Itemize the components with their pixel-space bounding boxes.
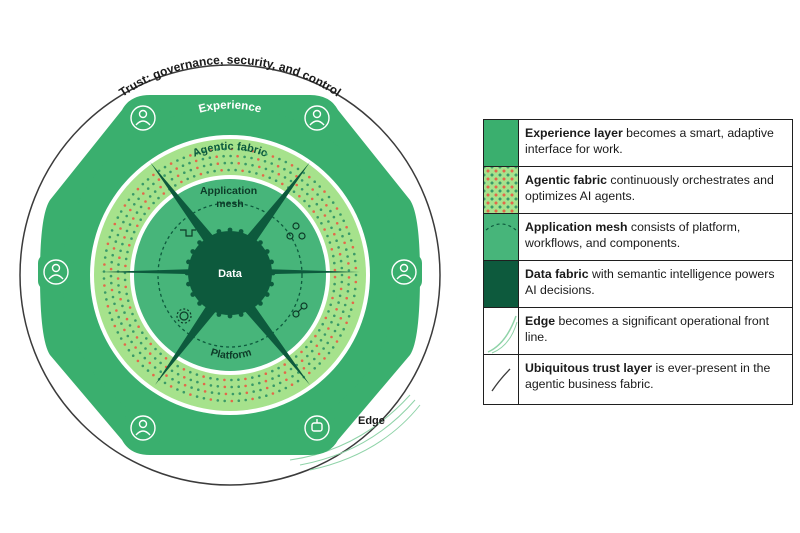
legend-row-mesh: Application mesh consists of platform, w… xyxy=(484,214,792,261)
legend-desc: continuously orchestrates and optimizes … xyxy=(525,173,774,203)
legend-title: Experience layer xyxy=(525,126,623,140)
data-core xyxy=(188,231,272,315)
robot-icon xyxy=(304,415,330,441)
experience-swatch xyxy=(484,120,519,166)
agentic-swatch xyxy=(484,167,519,213)
trust-swatch xyxy=(484,355,519,404)
legend: Experience layer becomes a smart, adapti… xyxy=(483,119,793,405)
workflow-icon xyxy=(180,229,196,237)
data-label: Data xyxy=(218,268,243,280)
person-icon xyxy=(304,105,330,131)
legend-row-data: Data fabric with semantic intelligence p… xyxy=(484,261,792,308)
person-icon xyxy=(391,259,417,285)
legend-desc: consists of platform, workflows, and com… xyxy=(525,220,741,250)
legend-row-edge: Edge becomes a significant operational f… xyxy=(484,308,792,355)
gear-icon xyxy=(176,308,192,324)
legend-title: Agentic fabric xyxy=(525,173,607,187)
architecture-diagram: Trust: governance, security, and control… xyxy=(19,53,441,486)
person-icon xyxy=(43,259,69,285)
mesh-swatch xyxy=(484,214,519,260)
experience-label: Experience xyxy=(197,100,262,116)
person-icon xyxy=(130,415,156,441)
legend-row-experience: Experience layer becomes a smart, adapti… xyxy=(484,120,792,167)
network-icon xyxy=(286,222,306,240)
legend-title: Application mesh xyxy=(525,220,628,234)
legend-desc: with semantic intelligence powers AI dec… xyxy=(525,267,775,297)
legend-title: Edge xyxy=(525,314,556,328)
legend-desc: is ever-present in the agentic business … xyxy=(525,361,771,391)
legend-title: Ubiquitous trust layer xyxy=(525,361,653,375)
mesh-label: Application mesh xyxy=(200,185,260,210)
legend-row-trust: Ubiquitous trust layer is ever-present i… xyxy=(484,355,792,405)
edge-streaks xyxy=(289,394,421,471)
agentic-dots xyxy=(102,147,358,403)
edge-swatch xyxy=(484,308,519,354)
legend-title: Data fabric xyxy=(525,267,589,281)
data-swatch xyxy=(484,261,519,307)
platform-label: Platform xyxy=(209,346,253,361)
legend-desc: becomes a smart, adaptive interface for … xyxy=(525,126,774,156)
legend-row-agentic: Agentic fabric continuously orchestrates… xyxy=(484,167,792,214)
component-icon xyxy=(292,302,308,318)
person-icon xyxy=(130,105,156,131)
edge-label: Edge xyxy=(358,415,385,427)
legend-desc: becomes a significant operational front … xyxy=(525,314,770,344)
